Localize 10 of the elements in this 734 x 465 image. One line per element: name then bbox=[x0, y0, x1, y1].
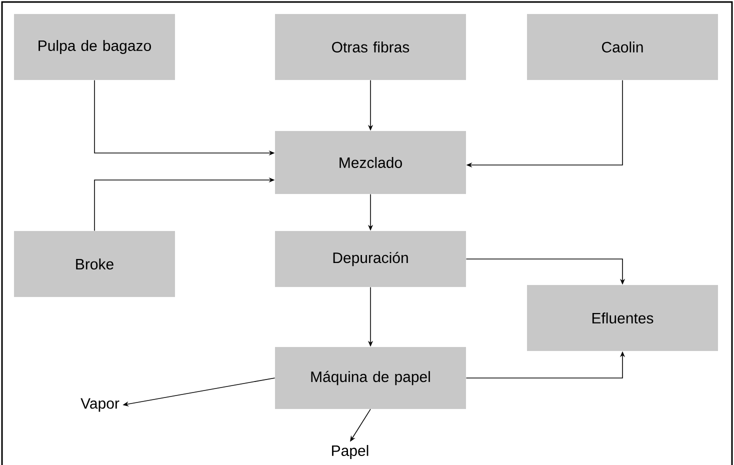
process-box: Caolin bbox=[527, 14, 718, 80]
process-box: Otras fibras bbox=[275, 14, 466, 80]
process-box: Efluentes bbox=[527, 285, 718, 351]
process-box: Broke bbox=[14, 231, 175, 297]
output-label: Vapor bbox=[80, 398, 120, 412]
process-box: Máquina de papel bbox=[275, 347, 466, 409]
process-box: Depuración bbox=[275, 231, 466, 287]
output-label: Papel bbox=[332, 445, 368, 459]
process-box: Pulpa de bagazo bbox=[14, 14, 175, 80]
process-box: Mezclado bbox=[275, 131, 466, 194]
